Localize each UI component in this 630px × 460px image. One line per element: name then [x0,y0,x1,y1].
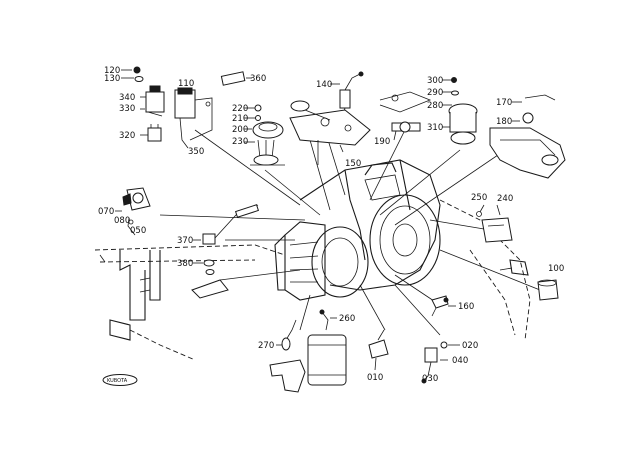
horn-050 [115,187,151,236]
bracket-110 [174,87,213,149]
part-010 [368,329,389,371]
part-labels: 120 130 110 340 330 320 350 360 220 210 … [98,66,564,384]
label-220: 220 [232,104,248,114]
label-350: 350 [188,147,204,157]
label-120: 120 [104,66,120,76]
panel-150 [289,100,371,165]
label-290: 290 [427,88,443,98]
label-250: 250 [471,193,487,203]
label-140: 140 [316,80,332,90]
valve-170 [489,94,566,179]
label-170: 170 [496,98,512,108]
label-370: 370 [177,236,193,246]
label-300: 300 [427,76,443,86]
label-030: 030 [422,374,438,384]
label-310: 310 [427,123,443,133]
cluster-280 [442,77,478,145]
label-280: 280 [427,101,443,111]
frame-outline [94,244,286,361]
label-330: 330 [119,104,135,114]
relay-330 [140,85,165,117]
label-020: 020 [462,341,478,351]
label-080: 080 [114,216,130,226]
label-210: 210 [232,114,248,124]
part-320 [140,124,162,142]
part-190 [379,91,432,141]
bolt-120 [121,66,144,82]
sensor-370 [191,204,260,299]
label-160: 160 [458,302,474,312]
part-160 [431,295,456,317]
label-190: 190 [374,137,390,147]
fuse-360 [220,71,252,86]
label-240: 240 [497,194,513,204]
label-040: 040 [452,356,468,366]
label-100: 100 [548,264,564,274]
label-050: 050 [130,226,146,236]
label-150: 150 [345,159,361,169]
label-200: 200 [232,125,248,135]
label-320: 320 [119,131,135,141]
label-260: 260 [339,314,355,324]
label-380: 380 [177,259,193,269]
label-010: 010 [367,373,383,383]
starter-270 [269,309,347,393]
label-340: 340 [119,93,135,103]
battery-240 [476,204,513,243]
label-180: 180 [496,117,512,127]
light-100 [537,279,559,301]
sender-200 [244,104,285,166]
label-230: 230 [232,137,248,147]
kubota-logo: KUBOTA [102,374,138,386]
label-110: 110 [178,79,194,89]
label-070: 070 [98,207,114,217]
switch-020 [421,341,460,384]
label-360: 360 [250,74,266,84]
logo-text: KUBOTA [107,378,128,384]
label-130: 130 [104,74,120,84]
tractor-body [274,159,441,301]
label-270: 270 [258,341,274,351]
